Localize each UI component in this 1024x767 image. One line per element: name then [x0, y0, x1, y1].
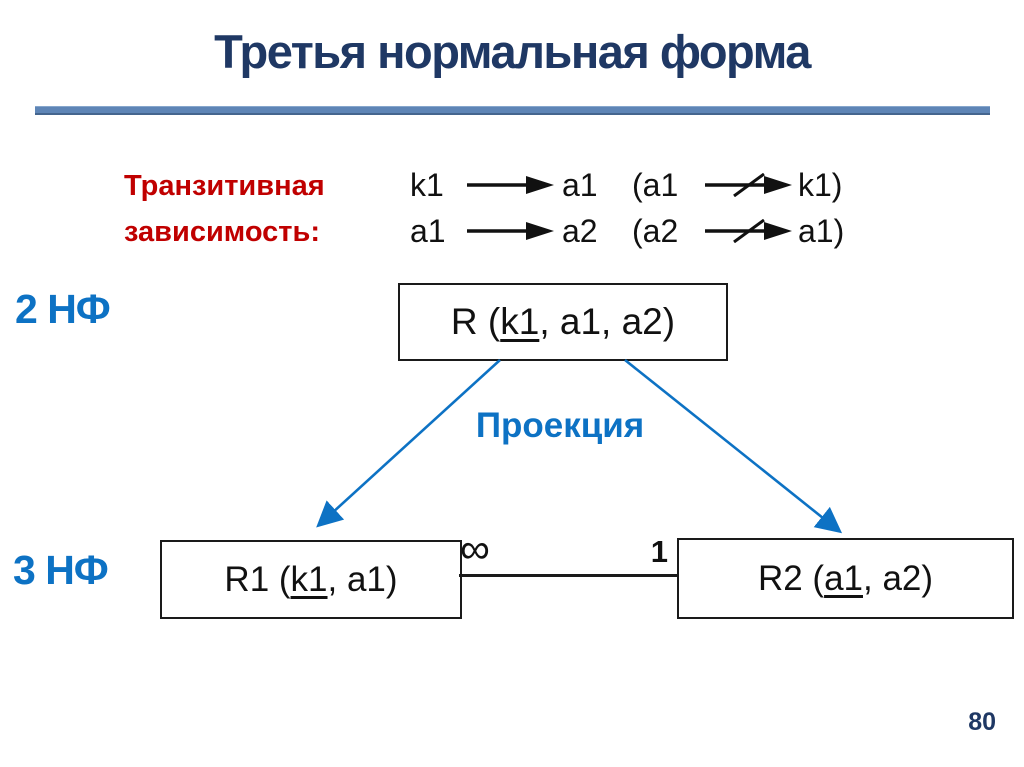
relation-r-prefix: R (	[450, 301, 501, 342]
cardinality-one: 1	[650, 534, 668, 569]
functional-dependencies: k1 a1 (a1 k1) a1 a2 (a2	[410, 162, 844, 254]
relation-r-key: k1	[500, 301, 540, 342]
arrow-right-icon	[467, 222, 554, 240]
relation-r2-suffix: , a2)	[863, 558, 934, 598]
relation-box-r: R (k1, a1, a2)	[398, 283, 728, 361]
page-number: 80	[968, 708, 996, 736]
projection-arrow-left	[316, 359, 501, 528]
negated-arrow-icon	[705, 219, 792, 243]
relation-r1-prefix: R1 (	[224, 559, 291, 599]
relation-r1-key: k1	[290, 559, 328, 599]
relation-box-r1: R1 (k1, a1)	[160, 540, 462, 619]
relation-r2-prefix: R2 (	[757, 558, 825, 598]
relation-r1-suffix: , a1)	[327, 559, 398, 599]
negated-dependency-close: a1)	[798, 212, 845, 249]
arrow-right-icon	[467, 176, 554, 194]
dependency-rhs: a2	[562, 212, 598, 249]
relation-r-suffix: , a1, a2)	[539, 301, 676, 342]
nf2-level-label: 2 НФ	[15, 286, 111, 332]
transitive-label-line2: зависимость:	[124, 216, 320, 248]
projection-arrows	[316, 358, 843, 534]
negated-dependency-open: (a2	[632, 212, 679, 249]
title-divider	[35, 106, 990, 115]
negated-dependency-open: (a1	[632, 166, 679, 203]
projection-arrow-right	[624, 358, 843, 534]
nf3-level-label: 3 НФ	[13, 547, 109, 593]
dependency-lhs: a1	[410, 212, 446, 249]
transitive-dependency-label: Транзитивная зависимость:	[124, 163, 394, 255]
relation-box-r2: R2 (a1, a2)	[677, 538, 1014, 619]
dependency-row: k1 a1 (a1 k1)	[410, 162, 844, 208]
transitive-label-line1: Транзитивная	[124, 170, 325, 202]
projection-label: Проекция	[475, 406, 645, 445]
dependency-rhs: a1	[562, 166, 598, 203]
cardinality-many: ∞	[460, 525, 490, 572]
negated-arrow-icon	[705, 173, 792, 197]
relationship-line	[459, 574, 678, 577]
negated-dependency-close: k1)	[798, 166, 843, 203]
relation-r2-key: a1	[824, 558, 863, 598]
dependency-row: a1 a2 (a2 a1)	[410, 208, 844, 254]
dependency-lhs: k1	[410, 166, 444, 203]
slide-title: Третья нормальная форма	[214, 25, 811, 78]
